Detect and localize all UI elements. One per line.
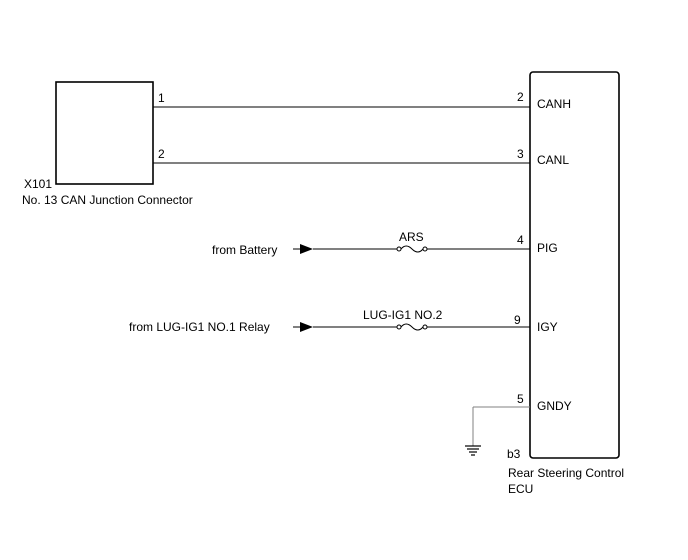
connector-name: No. 13 CAN Junction Connector: [22, 193, 193, 207]
fuse-lug-icon: [400, 323, 424, 331]
ecu-box: [529, 71, 620, 459]
arrow-battery-icon: [300, 244, 313, 254]
fuse-ars-right-terminal: [422, 246, 428, 252]
ecu-pin-number-2: 2: [517, 90, 524, 104]
ecu-pin-number-3: 3: [517, 147, 524, 161]
fuse-label-lug: LUG-IG1 NO.2: [363, 308, 443, 322]
junction-connector-box: [55, 81, 154, 185]
ecu-pin-label-igy: IGY: [537, 320, 558, 334]
arrow-relay-icon: [300, 322, 313, 332]
fuse-lug-left-terminal: [396, 324, 402, 330]
connector-code: X101: [24, 177, 52, 191]
ecu-name-line2: ECU: [508, 482, 533, 496]
ecu-pin-number-4: 4: [517, 233, 524, 247]
ecu-pin-label-canh: CANH: [537, 97, 571, 111]
input-source-relay: from LUG-IG1 NO.1 Relay: [129, 320, 270, 334]
fuse-ars-left-terminal: [396, 246, 402, 252]
ecu-pin-label-canl: CANL: [537, 153, 569, 167]
ground-icon: [465, 445, 481, 456]
connector-pin-1: 1: [158, 91, 165, 105]
ecu-pin-label-pig: PIG: [537, 241, 558, 255]
ecu-code: b3: [507, 447, 521, 461]
ecu-pin-number-9: 9: [514, 313, 521, 327]
connector-pin-2: 2: [158, 147, 165, 161]
ecu-name-line1: Rear Steering Control: [508, 466, 624, 480]
fuse-lug-right-terminal: [422, 324, 428, 330]
ecu-pin-label-gndy: GNDY: [537, 399, 572, 413]
ecu-pin-number-5: 5: [517, 392, 524, 406]
fuse-ars-icon: [400, 245, 424, 253]
fuse-label-ars: ARS: [399, 230, 424, 244]
input-source-battery: from Battery: [212, 243, 277, 257]
